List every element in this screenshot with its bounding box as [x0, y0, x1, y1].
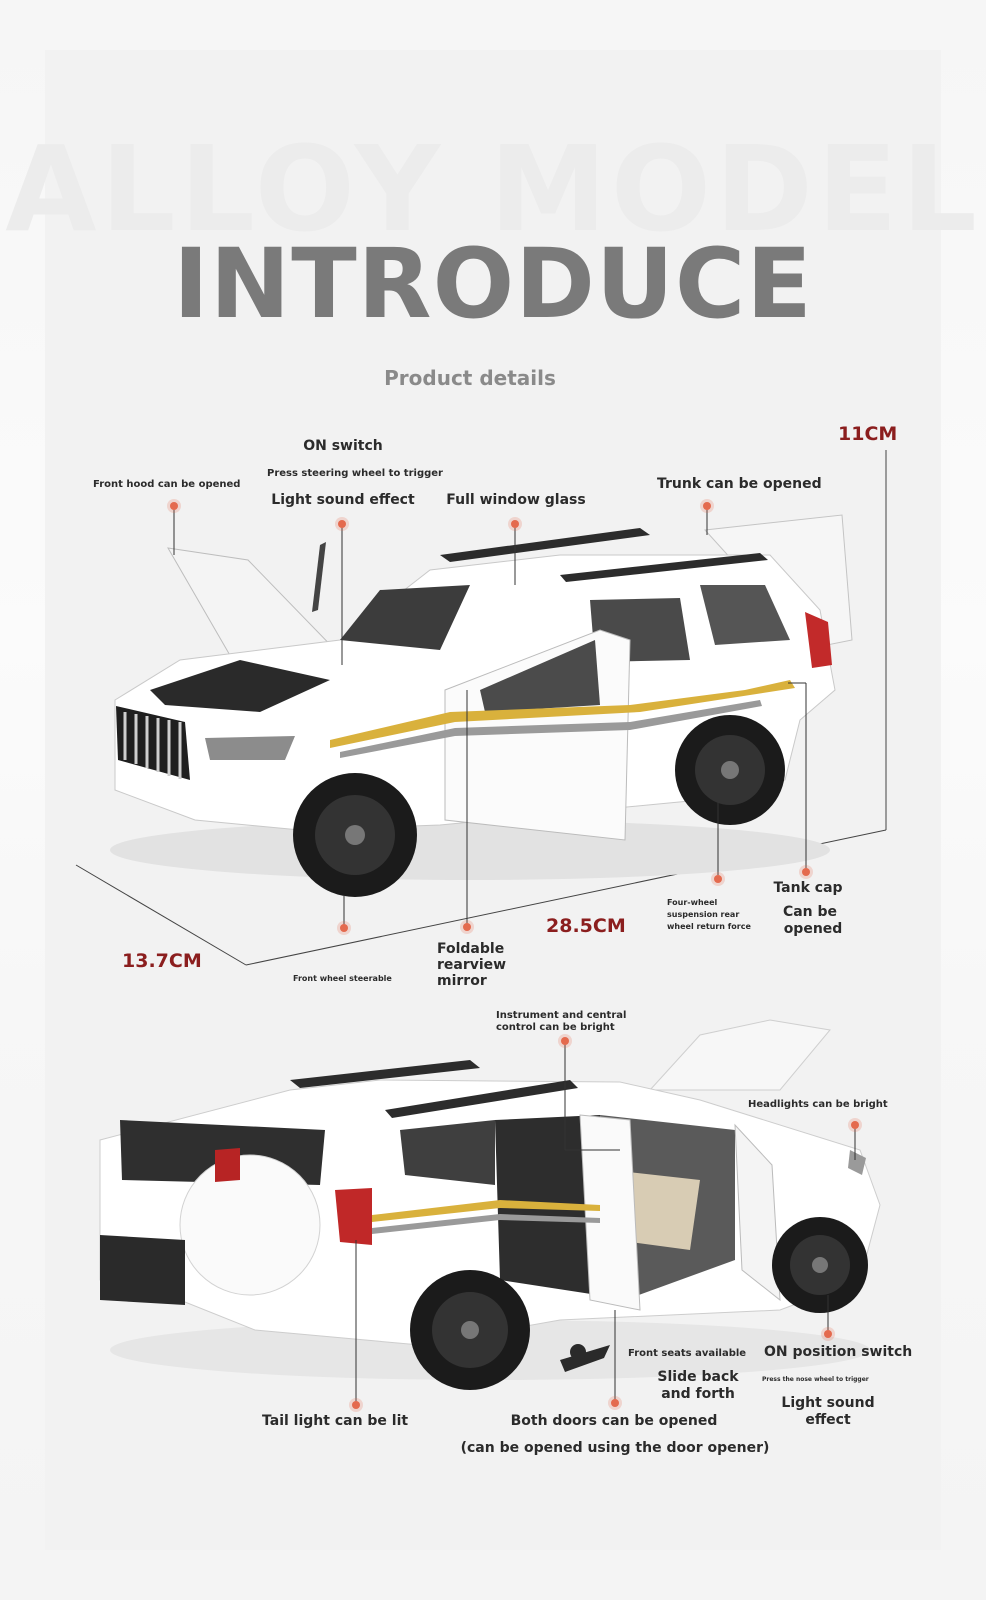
marker-dot [561, 1037, 569, 1045]
label-light-sound-2: effect [805, 1412, 851, 1428]
marker-dot [703, 502, 711, 510]
label-foldable-3: mirror [437, 973, 487, 989]
label-press-steering: Press steering wheel to trigger [267, 468, 443, 479]
bottom-car-image [99, 1019, 881, 1390]
marker-dot [714, 875, 722, 883]
label-front-wheel: Front wheel steerable [293, 974, 392, 983]
label-both-doors: Both doors can be opened [510, 1413, 718, 1429]
label-instrument-2: control can be bright [496, 1022, 615, 1033]
marker-dot [824, 1330, 832, 1338]
label-foldable-1: Foldable [437, 941, 505, 957]
dimension-width: 13.7CM [122, 950, 202, 972]
dimension-length: 28.5CM [546, 915, 626, 937]
label-tail-light: Tail light can be lit [262, 1413, 409, 1429]
label-slide-1: Slide back [657, 1369, 739, 1385]
label-slide-2: and forth [661, 1386, 735, 1402]
label-on-switch: ON switch [303, 438, 383, 454]
label-instrument-1: Instrument and central [496, 1010, 627, 1021]
marker-dot [851, 1121, 859, 1129]
page-title: INTRODUCE [173, 228, 813, 340]
label-light-sound-effect: Light sound effect [271, 492, 415, 508]
marker-dot [511, 520, 519, 528]
label-light-sound-1: Light sound [781, 1395, 875, 1411]
label-foldable-2: rearview [437, 957, 507, 973]
label-four-wheel-2: suspension rear [667, 910, 740, 919]
marker-dot [802, 868, 810, 876]
label-tank-cap-3: opened [783, 921, 843, 937]
marker-dot [170, 502, 178, 510]
background-watermark-title: ALLOY MODEL [5, 120, 981, 258]
dimension-height: 11CM [838, 423, 898, 445]
marker-dot [340, 924, 348, 932]
marker-dot [352, 1401, 360, 1409]
marker-dot [463, 923, 471, 931]
label-headlights: Headlights can be bright [748, 1099, 888, 1110]
label-four-wheel-1: Four-wheel [667, 898, 718, 907]
label-front-seats: Front seats available [628, 1348, 747, 1359]
label-tank-cap: Tank cap [773, 880, 843, 896]
label-full-window-glass: Full window glass [446, 492, 586, 508]
label-four-wheel-3: wheel return force [667, 922, 751, 931]
label-press-nose: Press the nose wheel to trigger [762, 1376, 869, 1383]
marker-dot [338, 520, 346, 528]
label-on-position-switch: ON position switch [764, 1344, 913, 1360]
page-subtitle: Product details [384, 366, 556, 390]
marker-dot [611, 1399, 619, 1407]
label-door-opener: (can be opened using the door opener) [460, 1440, 770, 1456]
label-front-hood: Front hood can be opened [93, 479, 241, 490]
label-trunk: Trunk can be opened [657, 476, 822, 492]
top-car-image [110, 514, 853, 897]
label-tank-cap-2: Can be [782, 904, 838, 920]
